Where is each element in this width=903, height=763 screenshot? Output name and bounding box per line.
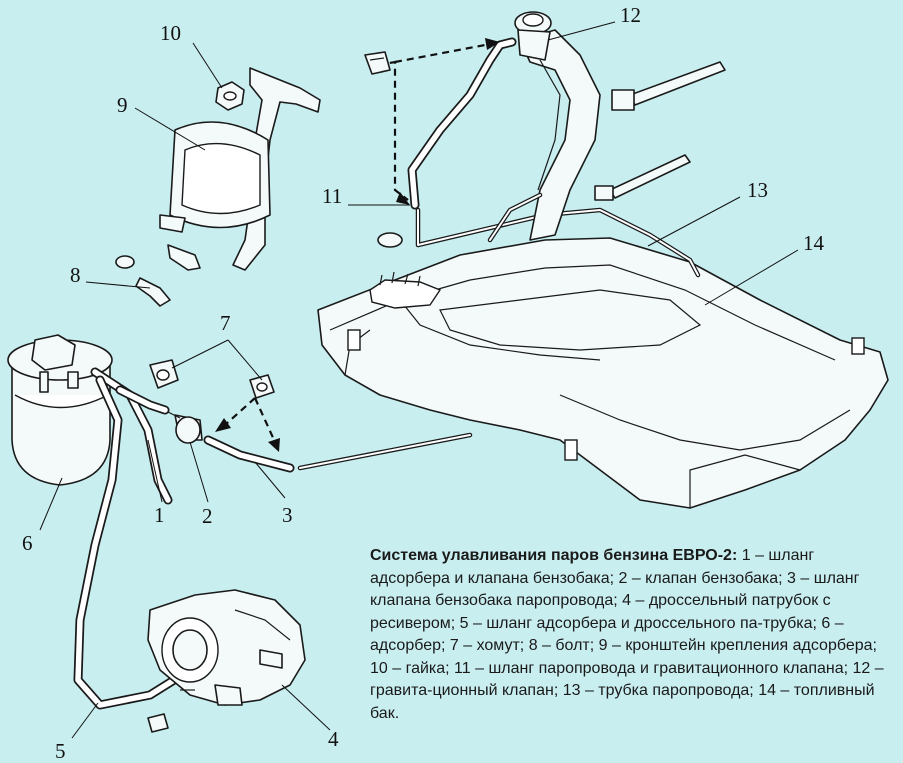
callout-6: 6 bbox=[22, 531, 33, 555]
assembly-arrow-11b bbox=[394, 43, 486, 64]
callout-11: 11 bbox=[322, 184, 342, 208]
diagram-caption: Система улавливания паров бензина ЕВРО-2… bbox=[370, 545, 898, 725]
callout-1: 1 bbox=[154, 503, 165, 527]
hose-1 bbox=[90, 367, 173, 505]
grommet bbox=[377, 232, 403, 248]
caption-body: 1 – шланг адсорбера и клапана бензобака;… bbox=[370, 547, 884, 722]
adsorber bbox=[7, 334, 113, 486]
throttle-body bbox=[147, 589, 306, 706]
gravity-valve bbox=[514, 11, 552, 61]
tank-valve bbox=[167, 411, 203, 444]
assembly-arrow-3 bbox=[224, 397, 277, 443]
callout-5: 5 bbox=[55, 739, 66, 763]
fuel-tank bbox=[317, 237, 889, 509]
callout-14: 14 bbox=[803, 231, 825, 255]
callout-8: 8 bbox=[70, 263, 81, 287]
cable-tie-2 bbox=[594, 154, 691, 201]
clamp-1 bbox=[149, 359, 179, 389]
bolt bbox=[115, 244, 201, 307]
hose-11 bbox=[407, 37, 517, 210]
hose-3 bbox=[203, 435, 295, 473]
leader-lines bbox=[39, 21, 799, 739]
vapor-tube bbox=[297, 207, 701, 471]
clamp-3 bbox=[147, 713, 169, 733]
clamp-2 bbox=[249, 374, 275, 399]
callout-13: 13 bbox=[747, 178, 768, 202]
callout-10: 10 bbox=[160, 21, 181, 45]
hose-5 bbox=[73, 375, 195, 710]
caption-title: Система улавливания паров бензина ЕВРО-2… bbox=[370, 547, 738, 564]
filler-neck bbox=[487, 29, 601, 243]
callout-9: 9 bbox=[117, 93, 128, 117]
nut bbox=[215, 81, 245, 111]
callout-7: 7 bbox=[220, 311, 231, 335]
assembly-arrow-11 bbox=[377, 60, 409, 201]
callout-3: 3 bbox=[282, 503, 293, 527]
clip-11 bbox=[364, 51, 391, 75]
callout-4: 4 bbox=[328, 727, 339, 751]
cable-tie-1 bbox=[611, 61, 726, 111]
callout-2: 2 bbox=[202, 504, 213, 528]
callout-12: 12 bbox=[620, 3, 641, 27]
adsorber-bracket bbox=[159, 67, 321, 271]
callout-numbers: 10 9 8 7 11 12 13 14 1 2 3 6 5 4 bbox=[22, 3, 825, 763]
